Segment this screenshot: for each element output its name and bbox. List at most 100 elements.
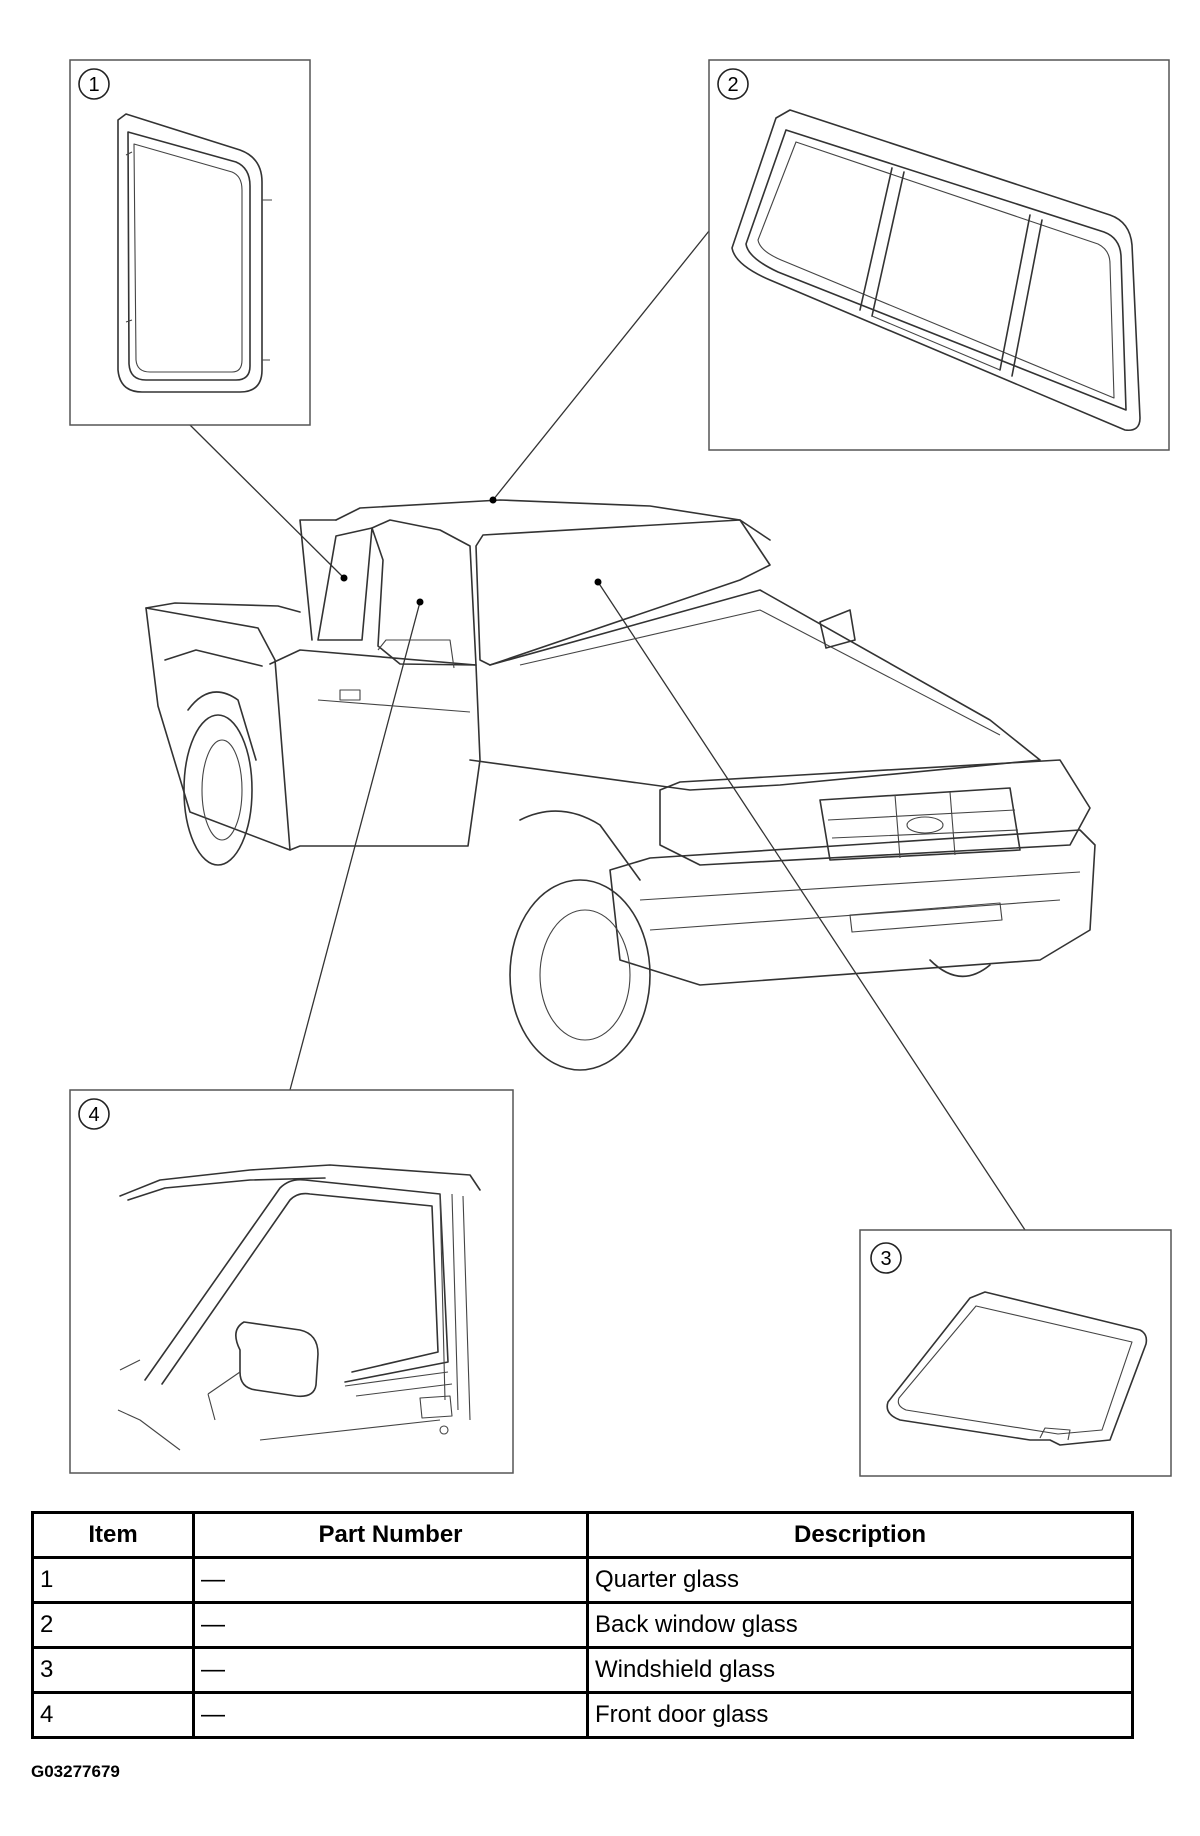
quarter-glass-clips <box>125 151 272 361</box>
back-pillar <box>299 519 337 641</box>
front-wheel <box>509 879 651 1071</box>
callout-3: 3 <box>870 1242 902 1274</box>
truck-bed-top <box>145 602 301 613</box>
column-header-item: Item <box>31 1511 195 1559</box>
panel-2-frame <box>708 59 1170 451</box>
door-roof-inner <box>127 1177 326 1201</box>
grille-emblem <box>906 816 944 834</box>
door-roof-line <box>119 1164 481 1197</box>
grille <box>819 787 1021 861</box>
side-trim-line <box>317 699 471 713</box>
panel-1-frame <box>69 59 311 426</box>
door-handle <box>339 689 361 701</box>
item-cell: 3 <box>31 1646 195 1694</box>
callout-4: 4 <box>78 1098 110 1130</box>
callout-4-number: 4 <box>88 1104 99 1126</box>
rear-wheel <box>183 714 253 866</box>
hood <box>469 589 1041 791</box>
side-mirror <box>377 639 455 669</box>
front-bumper <box>609 829 1096 986</box>
grille-bars <box>827 791 1019 859</box>
callout-3-number: 3 <box>880 1248 891 1270</box>
fender-lines <box>117 1359 181 1451</box>
part-number-cell: — <box>192 1556 589 1604</box>
item-cell: 2 <box>31 1601 195 1649</box>
truck-bed-line <box>164 649 263 667</box>
part-number-cell: — <box>192 1646 589 1694</box>
point-back-window <box>489 496 497 504</box>
back-window-divider-1 <box>859 167 905 317</box>
door-lower-line <box>259 1419 441 1441</box>
quarter-glass-inner <box>127 131 251 381</box>
rear-wheel-arch <box>187 691 257 761</box>
panel-windshield-glass: 3 <box>859 1229 1172 1477</box>
panel-quarter-glass: 1 <box>69 59 311 426</box>
cab-roof <box>335 499 771 541</box>
callout-2-number: 2 <box>727 74 738 96</box>
back-window-pane <box>757 141 1115 399</box>
part-number-cell: — <box>192 1691 589 1739</box>
figure-code: G03277679 <box>31 1762 120 1781</box>
point-quarter-glass <box>340 574 348 582</box>
panel-front-door-glass: 4 <box>69 1089 514 1474</box>
table-row: 4 — Front door glass <box>31 1691 1134 1739</box>
back-window-inner <box>745 129 1127 411</box>
leader-line-3 <box>597 581 1026 1231</box>
bumper-lines <box>639 871 1081 931</box>
table-row: 2 — Back window glass <box>31 1601 1134 1649</box>
table-row: 1 — Quarter glass <box>31 1556 1134 1604</box>
pickup-truck-illustration <box>145 496 1096 1071</box>
column-header-description: Description <box>586 1511 1134 1559</box>
right-front-wheel <box>929 959 991 978</box>
door-frame-inner <box>161 1192 439 1385</box>
door-mirror <box>235 1321 319 1398</box>
item-cell: 1 <box>31 1556 195 1604</box>
b-pillar-lines <box>439 1193 471 1421</box>
callout-1-number: 1 <box>88 74 99 96</box>
mirror-mount <box>207 1371 241 1421</box>
truck-bed-side <box>145 607 291 851</box>
windshield-outer <box>886 1291 1148 1446</box>
headlamp-grille-area <box>659 759 1091 866</box>
front-door-window-opening <box>371 519 477 666</box>
description-cell: Back window glass <box>586 1601 1134 1649</box>
door-handle-detail <box>419 1395 453 1419</box>
bumper-slot <box>849 902 1003 933</box>
panel-4-frame <box>69 1089 514 1474</box>
rear-wheel-rim <box>201 739 243 841</box>
description-cell: Windshield glass <box>586 1646 1134 1694</box>
leader-line-2 <box>492 230 710 501</box>
point-front-door-glass <box>416 598 424 606</box>
windshield-opening <box>475 519 771 666</box>
quarter-glass-opening <box>317 527 373 641</box>
table-header-row: Item Part Number Description <box>31 1511 1134 1559</box>
back-window-divider-2 <box>999 214 1043 377</box>
hood-crease <box>519 609 1001 736</box>
quarter-glass-pane <box>133 143 243 373</box>
description-cell: Quarter glass <box>586 1556 1134 1604</box>
item-cell: 4 <box>31 1691 195 1739</box>
back-window-sliding-track <box>871 315 1001 371</box>
parts-diagram: 1 2 4 <box>69 59 1172 1477</box>
windshield-pane <box>897 1305 1133 1435</box>
description-cell: Front door glass <box>586 1691 1134 1739</box>
table-row: 3 — Windshield glass <box>31 1646 1134 1694</box>
windshield-vin-notch <box>1039 1427 1071 1441</box>
front-wheel-rim <box>539 909 631 1041</box>
part-number-cell: — <box>192 1601 589 1649</box>
front-wheel-arch <box>519 810 641 881</box>
column-header-part-number: Part Number <box>192 1511 589 1559</box>
back-window-outer <box>731 109 1141 432</box>
callout-2: 2 <box>717 68 749 100</box>
door-lock-detail <box>439 1425 449 1435</box>
panel-3-frame <box>859 1229 1172 1477</box>
leader-line-1 <box>189 424 345 579</box>
callout-1: 1 <box>78 68 110 100</box>
panel-back-window-glass: 2 <box>708 59 1170 451</box>
point-windshield <box>594 578 602 586</box>
cab-side <box>269 649 481 851</box>
quarter-glass-outer <box>117 113 263 393</box>
door-frame-outer <box>144 1178 449 1383</box>
right-mirror <box>819 609 856 649</box>
door-belt-molding <box>344 1371 453 1397</box>
